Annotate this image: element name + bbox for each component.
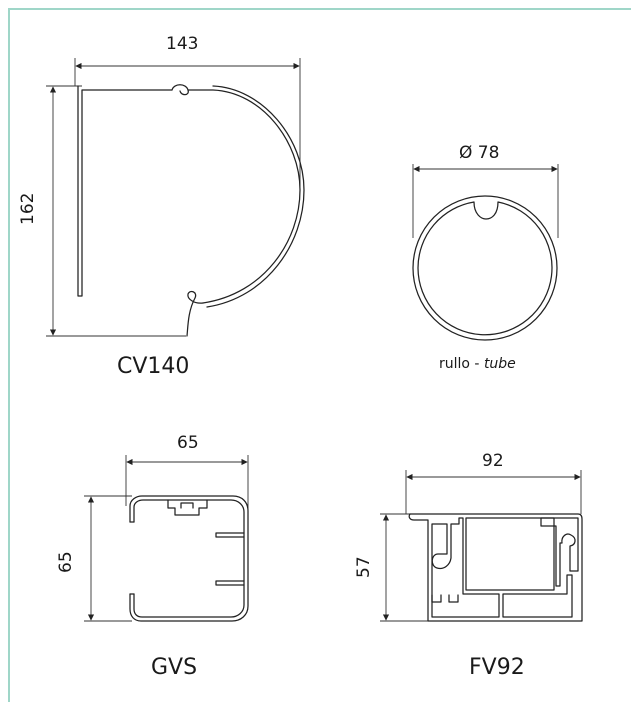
cv140-top-hook bbox=[171, 84, 189, 96]
gvs-rib-lower bbox=[215, 580, 245, 586]
fv92-width-label: 92 bbox=[482, 451, 504, 471]
cv140-height-label: 162 bbox=[18, 192, 38, 225]
tube-outer-wall bbox=[412, 195, 558, 341]
gvs-rib-upper bbox=[215, 532, 245, 538]
fv92-left-chamber bbox=[431, 517, 500, 618]
cv140-outer-curve-thickness bbox=[206, 85, 305, 308]
fv92-main-channel bbox=[465, 517, 555, 591]
tube-caption-italic: tube bbox=[483, 356, 516, 372]
tube-caption: rullo - tube bbox=[439, 357, 516, 371]
fv92-outer-wall bbox=[408, 513, 583, 622]
cv140-bottom-hook bbox=[186, 290, 204, 337]
gvs-profile bbox=[84, 455, 249, 622]
gvs-top-slot-detail bbox=[180, 502, 194, 509]
gvs-outer-wall bbox=[129, 495, 249, 622]
fv92-height-label: 57 bbox=[354, 556, 374, 578]
tube-diameter-label: Ø 78 bbox=[459, 143, 500, 163]
cv140-profile-name: CV140 bbox=[117, 354, 190, 379]
cv140-profile bbox=[46, 58, 305, 337]
gvs-inner-wall bbox=[133, 499, 245, 618]
gvs-height-label: 65 bbox=[56, 551, 76, 573]
frame-top-border bbox=[8, 8, 631, 10]
fv92-bottom-notches bbox=[431, 594, 459, 603]
cv140-back-wall bbox=[77, 85, 173, 297]
gvs-open-side-ends bbox=[129, 521, 135, 595]
gvs-profile-name: GVS bbox=[151, 655, 198, 680]
tube-caption-main: rullo - bbox=[439, 356, 484, 372]
frame-left-border bbox=[8, 8, 10, 702]
cv140-width-label: 143 bbox=[166, 34, 199, 54]
gvs-top-slot bbox=[167, 499, 208, 516]
tube-profile bbox=[412, 164, 559, 341]
fv92-profile-name: FV92 bbox=[469, 655, 525, 680]
fv92-right-lower-chamber bbox=[502, 574, 573, 618]
fv92-profile bbox=[380, 470, 583, 622]
cv140-outer-curve bbox=[187, 89, 301, 304]
gvs-width-label: 65 bbox=[177, 433, 199, 453]
fv92-right-upper-chamber bbox=[540, 517, 579, 587]
tube-inner-wall-with-slot bbox=[417, 201, 553, 336]
